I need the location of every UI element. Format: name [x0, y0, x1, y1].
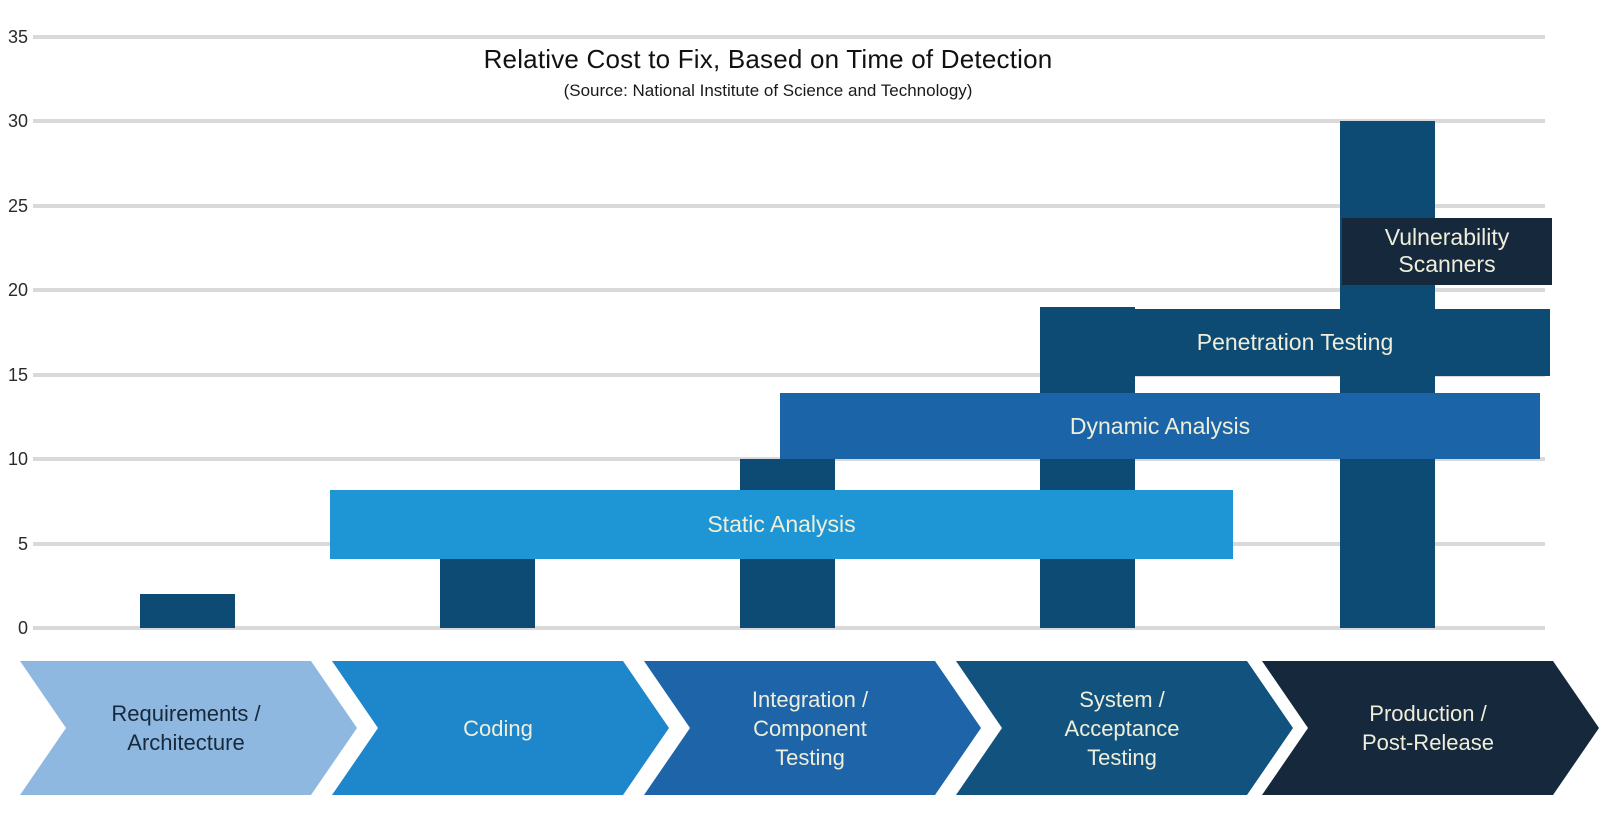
phase-chevron-row — [20, 661, 1599, 795]
gridline — [33, 119, 1545, 124]
chevron-shape-4 — [1262, 661, 1599, 795]
chevron-label-integration-component-testing: Integration / Component Testing — [751, 686, 869, 770]
y-axis-tick-label: 25 — [7, 195, 28, 216]
chevron-shape-1 — [332, 661, 669, 795]
chevron-label-production-post-release: Production / Post-Release — [1361, 701, 1495, 755]
gridline — [33, 626, 1545, 630]
y-axis-tick-label: 10 — [7, 449, 28, 470]
static-analysis-band: Static Analysis — [330, 489, 1233, 559]
y-axis-tick-label: 30 — [7, 111, 28, 132]
y-axis-tick-label: 20 — [7, 280, 28, 301]
chart-title: Relative Cost to Fix, Based on Time of D… — [483, 44, 1053, 74]
dynamic-analysis-band: Dynamic Analysis — [780, 393, 1540, 460]
gridline — [33, 288, 1545, 293]
penetration-testing-band: Penetration Testing — [1040, 308, 1550, 377]
chevron-shape-2 — [644, 661, 981, 795]
y-axis-tick-label: 15 — [7, 364, 28, 385]
bar-requirements-architecture — [140, 594, 235, 628]
y-axis-tick-label: 0 — [17, 618, 28, 638]
penetration-testing-label: Penetration Testing — [1196, 329, 1394, 356]
vulnerability-scanners-box: Vulnerability Scanners — [1342, 217, 1552, 286]
gridline — [33, 203, 1545, 208]
y-axis-tick-label: 5 — [17, 533, 28, 554]
y-axis-tick-label: 35 — [7, 26, 28, 47]
chevron-shape-0 — [20, 661, 357, 795]
chart-subtitle: (Source: National Institute of Science a… — [563, 81, 973, 100]
chevron-label-system-acceptance-testing: System / Acceptance Testing — [1064, 686, 1180, 770]
gridline — [33, 34, 1545, 39]
chevron-label-coding: Coding — [463, 715, 533, 741]
chevron-shape-3 — [956, 661, 1293, 795]
gridline — [33, 372, 1545, 377]
static-analysis-label: Static Analysis — [707, 510, 856, 537]
dynamic-analysis-label: Dynamic Analysis — [1069, 412, 1251, 439]
chevron-label-requirements-architecture: Requirements / Architecture — [111, 701, 261, 755]
chart-header: Relative Cost to Fix, Based on Time of D… — [33, 44, 1503, 101]
vulnerability-scanners-label: Vulnerability Scanners — [1384, 224, 1510, 278]
